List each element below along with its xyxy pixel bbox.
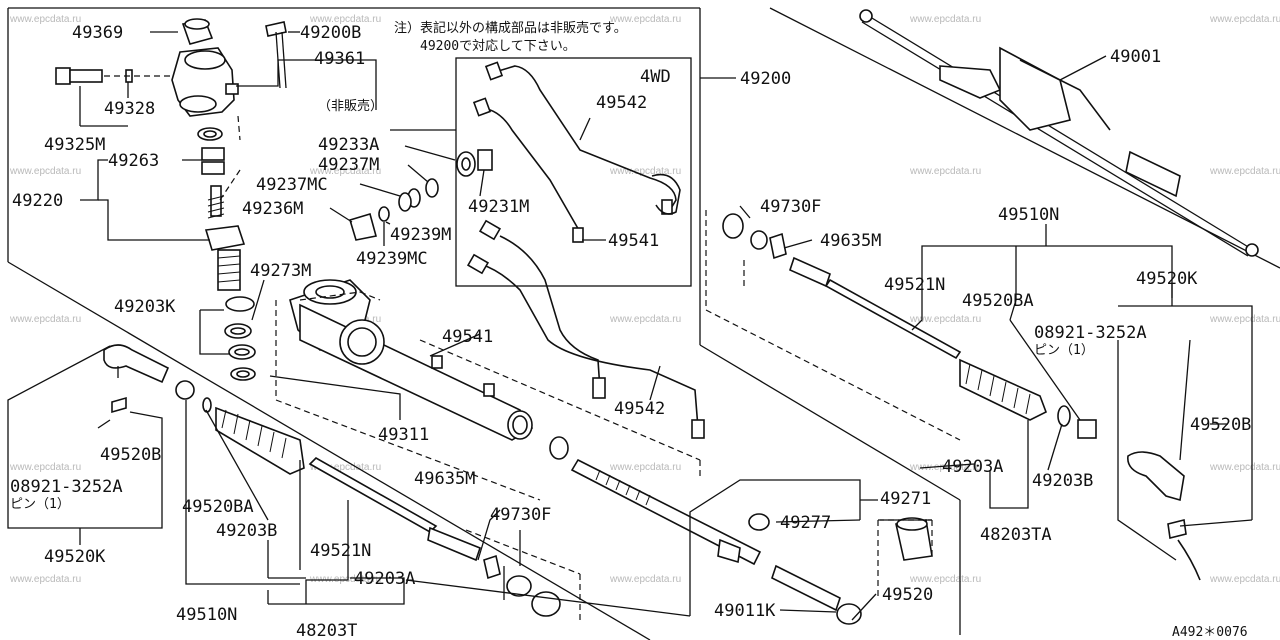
label-49510n-right: 49510N bbox=[998, 205, 1059, 225]
label-49203a-right: 49203A bbox=[942, 457, 1003, 477]
label-49239mc: 49239MC bbox=[356, 249, 428, 269]
label-49237mc: 49237MC bbox=[256, 175, 328, 195]
label-49271: 49271 bbox=[880, 489, 931, 509]
label-49520k-left: 49520K bbox=[44, 547, 106, 567]
label-49328: 49328 bbox=[104, 99, 155, 119]
watermark: www.epcdata.ru bbox=[909, 574, 981, 585]
watermark: www.epcdata.ru bbox=[609, 462, 681, 473]
label-49520: 49520 bbox=[882, 585, 933, 605]
watermark-layer: www.epcdata.ru www.epcdata.ru www.epcdat… bbox=[9, 14, 1280, 585]
label-49273m: 49273M bbox=[250, 261, 311, 281]
watermark: www.epcdata.ru bbox=[609, 574, 681, 585]
label-pin-left: ピン（1） bbox=[10, 497, 70, 512]
watermark: www.epcdata.ru bbox=[1209, 166, 1280, 177]
watermark: www.epcdata.ru bbox=[1209, 314, 1280, 325]
label-4wd: 4WD bbox=[640, 67, 671, 87]
label-49203a-left: 49203A bbox=[354, 569, 415, 589]
label-49520b-left: 49520B bbox=[100, 445, 161, 465]
leader-lines bbox=[7, 31, 1253, 621]
watermark: www.epcdata.ru bbox=[9, 574, 81, 585]
label-49311: 49311 bbox=[378, 425, 429, 445]
label-49635m-left: 49635M bbox=[414, 469, 475, 489]
label-49001: 49001 bbox=[1110, 47, 1161, 67]
label-49239m: 49239M bbox=[390, 225, 451, 245]
label-49231m: 49231M bbox=[468, 197, 529, 217]
watermark: www.epcdata.ru bbox=[1209, 462, 1280, 473]
label-49200b: 49200B bbox=[300, 23, 361, 43]
figure-code: A492＊0076 bbox=[1172, 625, 1248, 640]
watermark: www.epcdata.ru bbox=[909, 462, 981, 473]
watermark: www.epcdata.ru bbox=[309, 14, 381, 25]
frame-lines bbox=[7, 7, 1280, 640]
label-48203ta: 48203TA bbox=[980, 525, 1052, 545]
label-49635m-right: 49635M bbox=[820, 231, 881, 251]
label-49200: 49200 bbox=[740, 69, 791, 89]
label-49520ba-right: 49520BA bbox=[962, 291, 1034, 311]
pressure-tubes-mid bbox=[466, 219, 705, 439]
part-labels: 49369 49200B 注）表記以外の構成部品は非販売です。 49200で対応… bbox=[10, 20, 1251, 640]
label-49730f-left: 49730F bbox=[490, 505, 551, 525]
pinion-shaft bbox=[201, 147, 255, 312]
label-49361: 49361 bbox=[314, 49, 365, 69]
label-49325m: 49325M bbox=[44, 135, 105, 155]
label-49203k: 49203K bbox=[114, 297, 176, 317]
watermark: www.epcdata.ru bbox=[9, 14, 81, 25]
watermark: www.epcdata.ru bbox=[309, 462, 381, 473]
watermark: www.epcdata.ru bbox=[909, 166, 981, 177]
label-49233a: 49233A bbox=[318, 135, 379, 155]
label-49542-top: 49542 bbox=[596, 93, 647, 113]
label-49542-mid: 49542 bbox=[614, 399, 665, 419]
label-not-sold: （非販売） bbox=[318, 98, 383, 114]
watermark: www.epcdata.ru bbox=[609, 14, 681, 25]
label-49541-mid: 49541 bbox=[442, 327, 493, 347]
valve-housing-assembly bbox=[55, 18, 287, 141]
watermark: www.epcdata.ru bbox=[9, 462, 81, 473]
box-4wd: 4WD bbox=[390, 57, 692, 287]
watermark: www.epcdata.ru bbox=[309, 166, 381, 177]
watermark: www.epcdata.ru bbox=[909, 314, 981, 325]
label-49541-top: 49541 bbox=[608, 231, 659, 251]
watermark: www.epcdata.ru bbox=[609, 314, 681, 325]
right-tie-rod-assembly bbox=[722, 213, 1201, 581]
steering-gear-assembly-49001 bbox=[859, 9, 1259, 257]
watermark: www.epcdata.ru bbox=[9, 166, 81, 177]
label-49236m: 49236M bbox=[242, 199, 303, 219]
label-49510n-left: 49510N bbox=[176, 605, 237, 625]
label-49520b-right: 49520B bbox=[1190, 415, 1251, 435]
label-08921-left: 08921-3252A bbox=[10, 477, 123, 497]
label-49277: 49277 bbox=[780, 513, 831, 533]
label-49263: 49263 bbox=[108, 151, 159, 171]
watermark: www.epcdata.ru bbox=[609, 166, 681, 177]
seals-and-rings bbox=[224, 149, 493, 381]
note-line-2: 49200で対応して下さい。 bbox=[420, 39, 576, 54]
label-49730f-right: 49730F bbox=[760, 197, 821, 217]
label-49237m: 49237M bbox=[318, 155, 379, 175]
gear-housing bbox=[289, 279, 534, 441]
label-49203b-right: 49203B bbox=[1032, 471, 1093, 491]
label-49521n-right: 49521N bbox=[884, 275, 945, 295]
label-49369: 49369 bbox=[72, 23, 123, 43]
label-pin-right: ピン（1） bbox=[1034, 343, 1094, 358]
label-49220: 49220 bbox=[12, 191, 63, 211]
watermark: www.epcdata.ru bbox=[1209, 574, 1280, 585]
label-49520ba-left: 49520BA bbox=[182, 497, 254, 517]
label-49203b-left: 49203B bbox=[216, 521, 277, 541]
note-line-1: 注）表記以外の構成部品は非販売です。 bbox=[394, 20, 627, 36]
watermark: www.epcdata.ru bbox=[909, 14, 981, 25]
label-49520k-right: 49520K bbox=[1136, 269, 1198, 289]
rack-bar bbox=[549, 436, 933, 625]
label-49521n-left: 49521N bbox=[310, 541, 371, 561]
label-08921-right: 08921-3252A bbox=[1034, 323, 1147, 343]
label-49011k: 49011K bbox=[714, 601, 776, 621]
label-48203t: 48203T bbox=[296, 621, 357, 640]
watermark: www.epcdata.ru bbox=[9, 314, 81, 325]
pressure-tubes-4wd bbox=[472, 61, 681, 243]
watermark: www.epcdata.ru bbox=[1209, 14, 1280, 25]
